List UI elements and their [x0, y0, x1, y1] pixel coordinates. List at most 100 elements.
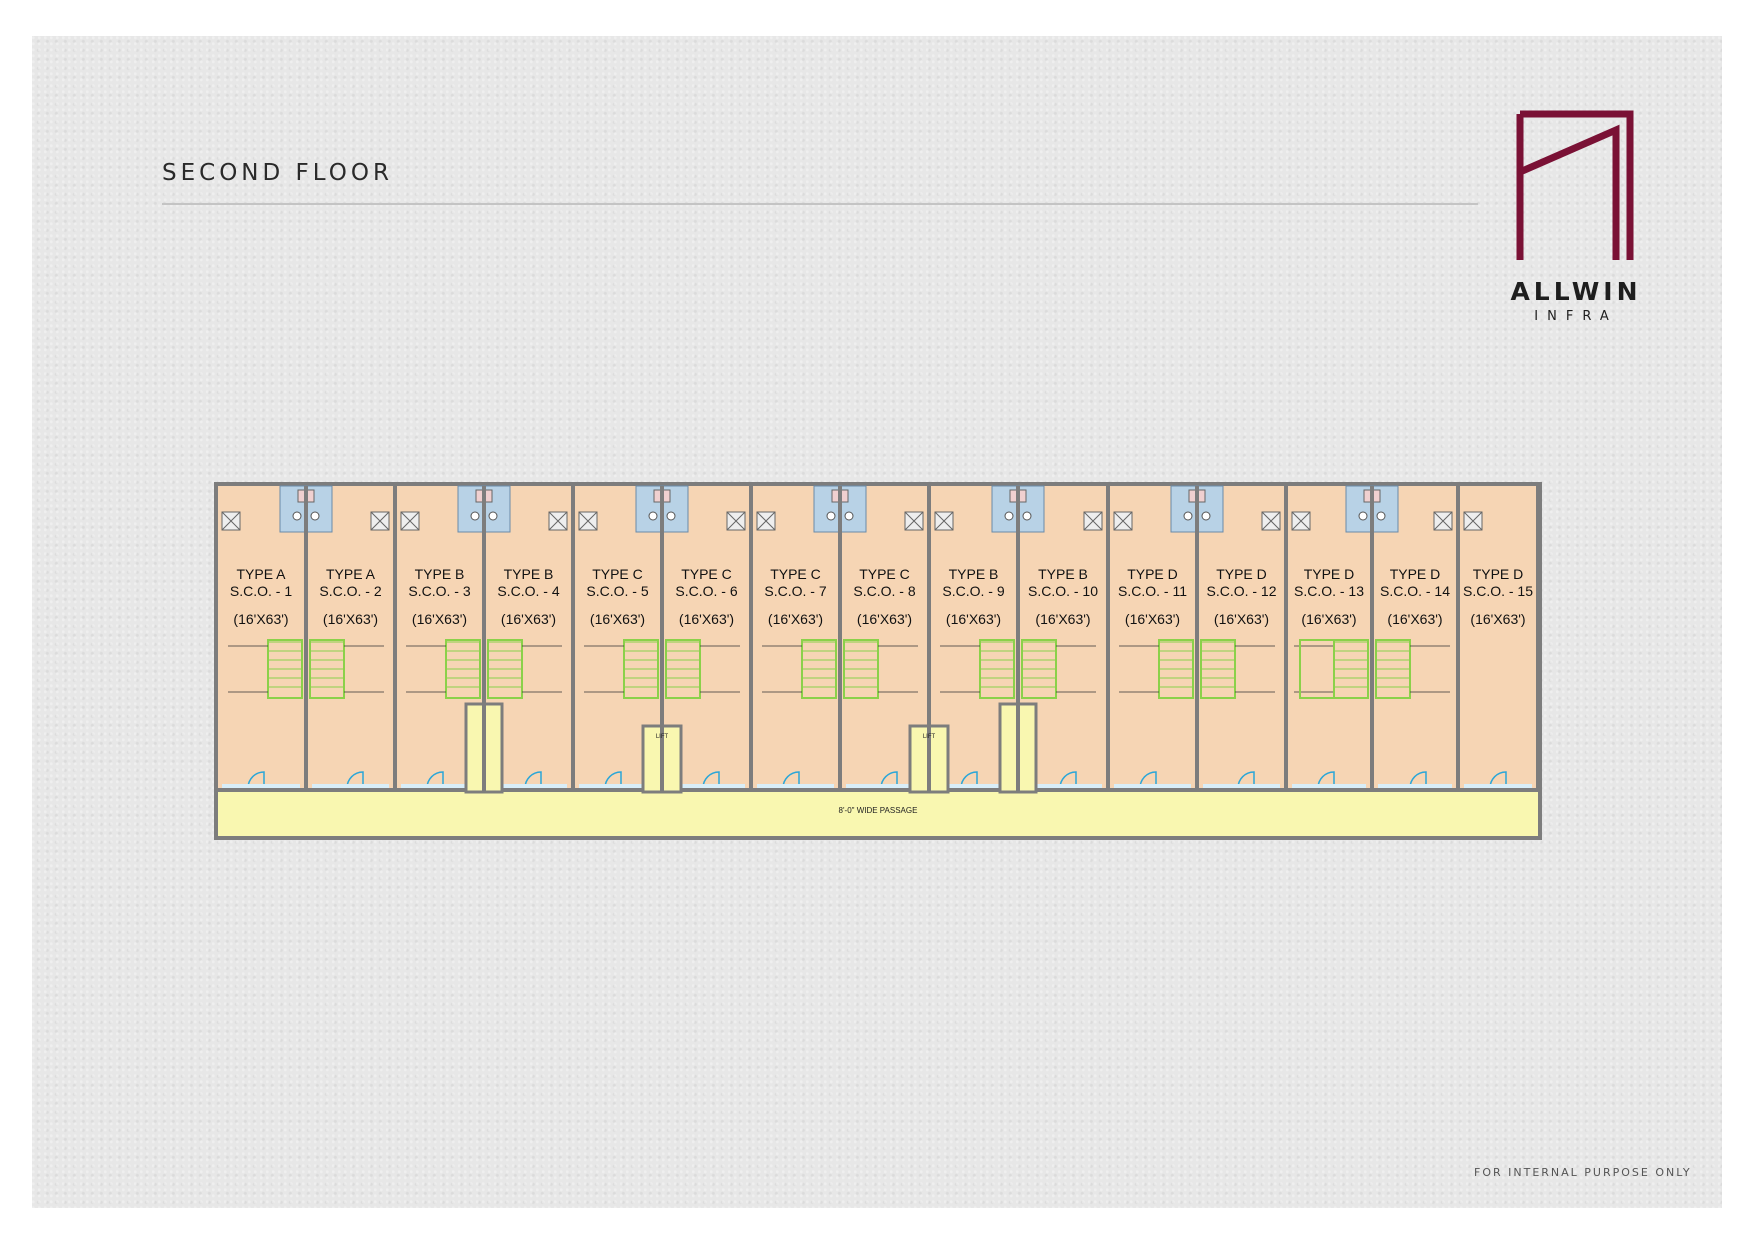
partition-wall — [1370, 486, 1374, 792]
unit-type: TYPE D — [1216, 566, 1267, 582]
window-cross-icon — [756, 511, 776, 531]
window-cross-icon — [1261, 511, 1281, 531]
shopfront-glazing — [935, 784, 1012, 788]
shop-unit — [308, 486, 393, 788]
shopfront-glazing — [312, 784, 389, 788]
lift-label: LIFT — [922, 734, 936, 740]
shopfront-glazing — [668, 784, 745, 788]
unit-type: TYPE D — [1389, 566, 1441, 582]
shopfront-glazing — [579, 784, 656, 788]
window-cross-icon — [578, 511, 598, 531]
unit-type: TYPE B — [948, 566, 999, 582]
window-cross-icon — [904, 511, 924, 531]
partition-wall — [660, 486, 664, 792]
shop-unit — [753, 486, 838, 788]
window-cross-icon — [1113, 511, 1133, 531]
passage-area — [218, 792, 1538, 836]
window-cross-icon — [1083, 511, 1103, 531]
shopfront-glazing — [401, 784, 478, 788]
unit-id: S.C.O. - 14 — [1379, 583, 1451, 599]
shop-unit — [1199, 486, 1284, 788]
unit-type: TYPE D — [1303, 566, 1355, 582]
unit-type: TYPE A — [325, 566, 376, 582]
unit-size: (16'X63') — [945, 611, 1002, 627]
logo-name: ALLWIN — [1510, 277, 1642, 306]
unit-type: TYPE D — [1127, 566, 1178, 582]
footer-note: FOR INTERNAL PURPOSE ONLY — [1474, 1166, 1692, 1179]
wc-icon — [1376, 511, 1386, 521]
window-cross-icon — [1291, 511, 1311, 531]
unit-type: TYPE C — [592, 566, 643, 582]
shopfront-glazing — [1378, 784, 1452, 788]
unit-id: S.C.O. - 15 — [1462, 583, 1534, 599]
shop-unit — [1374, 486, 1456, 788]
partition-wall — [1195, 486, 1199, 792]
unit-size: (16'X63') — [1301, 611, 1357, 627]
shopfront-glazing — [1114, 784, 1191, 788]
partition-wall — [749, 486, 753, 792]
unit-type: TYPE C — [859, 566, 910, 582]
unit-id: S.C.O. - 4 — [497, 583, 560, 599]
window-cross-icon — [726, 511, 746, 531]
unit-id: S.C.O. - 10 — [1027, 583, 1099, 599]
company-logo: ALLWIN INFRA — [1502, 102, 1650, 332]
unit-type: TYPE B — [1038, 566, 1088, 582]
unit-id: S.C.O. - 13 — [1293, 583, 1365, 599]
logo-subtitle: INFRA — [1534, 309, 1618, 324]
shop-unit — [1110, 486, 1195, 788]
unit-size: (16'X63') — [1470, 611, 1526, 627]
partition-wall — [1456, 486, 1460, 792]
wc-icon — [310, 511, 320, 521]
partition-wall — [1016, 486, 1020, 792]
unit-size: (16'X63') — [767, 611, 824, 627]
wc-icon — [666, 511, 676, 521]
partition-wall — [1106, 486, 1110, 792]
unit-size: (16'X63') — [411, 611, 468, 627]
window-cross-icon — [934, 511, 954, 531]
unit-type: TYPE B — [414, 566, 465, 582]
shopfront-glazing — [1024, 784, 1102, 788]
unit-type: TYPE B — [503, 566, 554, 582]
unit-id: S.C.O. - 1 — [229, 583, 293, 599]
partition-wall — [304, 486, 308, 792]
window-cross-icon — [1433, 511, 1453, 531]
unit-id: S.C.O. - 11 — [1118, 583, 1187, 599]
unit-type: TYPE C — [770, 566, 821, 582]
unit-size: (16'X63') — [1387, 611, 1443, 627]
shop-unit — [1288, 486, 1370, 788]
passage-label: 8'-0" WIDE PASSAGE — [838, 806, 918, 815]
unit-size: (16'X63') — [1035, 611, 1091, 627]
wc-icon — [826, 511, 836, 521]
shopfront-glazing — [222, 784, 300, 788]
partition-wall — [927, 486, 931, 792]
unit-size: (16'X63') — [322, 611, 379, 627]
partition-wall — [571, 486, 575, 792]
wc-icon — [1183, 511, 1193, 521]
wc-icon — [470, 511, 480, 521]
partition-wall — [482, 486, 486, 792]
unit-id: S.C.O. - 2 — [319, 583, 382, 599]
unit-size: (16'X63') — [856, 611, 913, 627]
window-cross-icon — [370, 511, 390, 531]
wc-icon — [1004, 511, 1014, 521]
unit-id: S.C.O. - 12 — [1206, 583, 1277, 599]
unit-id: S.C.O. - 8 — [853, 583, 916, 599]
shopfront-glazing — [1203, 784, 1280, 788]
window-cross-icon — [221, 511, 241, 531]
wc-icon — [1022, 511, 1032, 521]
shop-unit — [1460, 486, 1536, 788]
shopfront-glazing — [757, 784, 834, 788]
unit-id: S.C.O. - 5 — [586, 583, 649, 599]
